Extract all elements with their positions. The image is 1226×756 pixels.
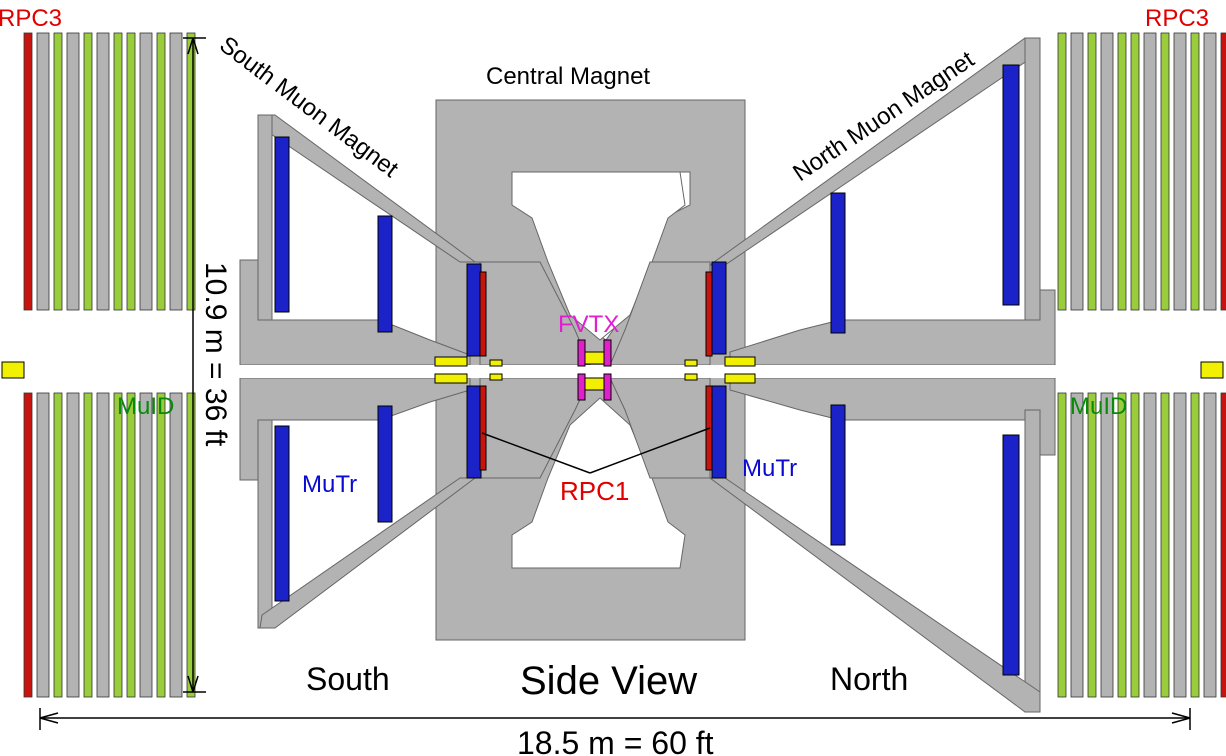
rpc3-plate: [23, 392, 33, 698]
muid-plane: [1190, 392, 1200, 698]
muid-plane: [1087, 32, 1097, 311]
north-muon-magnet: [708, 37, 1056, 713]
muid-plane: [1117, 392, 1127, 698]
muid-plane: [113, 32, 123, 311]
muid-plane: [1057, 32, 1067, 311]
steel-absorber: [139, 392, 153, 698]
rpc3-left-label: RPC3: [0, 5, 62, 32]
mutr-right-label: MuTr: [742, 455, 797, 482]
steel-absorber: [1203, 32, 1217, 311]
height-dimension-label: 10.9 m = 36 ft: [199, 262, 232, 447]
fvtx-label: FVTX: [558, 311, 619, 338]
beam-line-gap: [230, 365, 1065, 378]
muid-plane: [156, 32, 166, 311]
muid-plane: [156, 392, 166, 698]
north-muon-magnet-label: North Muon Magnet: [788, 46, 979, 187]
steel-absorber: [1100, 32, 1114, 311]
muid-plane: [1057, 392, 1067, 698]
muid-plane: [83, 32, 93, 311]
north-label: North: [830, 661, 908, 697]
steel-absorber: [169, 392, 183, 698]
muid-plane: [83, 392, 93, 698]
steel-absorber: [1070, 392, 1084, 698]
rpc1-label: RPC1: [560, 476, 629, 506]
width-dimension-label: 18.5 m = 60 ft: [517, 725, 714, 756]
steel-absorber: [139, 32, 153, 311]
rpc3-plate: [1220, 392, 1226, 698]
muid-plane: [186, 392, 196, 698]
steel-absorber: [1203, 392, 1217, 698]
steel-absorber: [1143, 392, 1157, 698]
muid-plane: [186, 32, 196, 311]
rpc3-plate: [23, 32, 33, 311]
muid-plane: [1160, 32, 1170, 311]
muid-plane: [1160, 392, 1170, 698]
muid-plane: [1190, 32, 1200, 311]
muid-plane: [126, 32, 136, 311]
fvtx-detector: [577, 339, 612, 401]
muid-plane: [1087, 392, 1097, 698]
muid-plane: [53, 32, 63, 311]
steel-absorber: [169, 32, 183, 311]
steel-absorber: [1100, 392, 1114, 698]
steel-absorber: [1173, 392, 1187, 698]
steel-absorber: [66, 32, 80, 311]
steel-absorber: [96, 392, 110, 698]
steel-absorber: [36, 392, 50, 698]
mutr-left-label: MuTr: [302, 471, 357, 498]
rpc3-plate: [1220, 32, 1226, 311]
muid-plane: [1117, 32, 1127, 311]
muid-left-label: MuID: [117, 393, 174, 420]
rpc1-pointer-lines: [481, 427, 711, 474]
muid-rpc3-stacks: [23, 32, 1226, 698]
muid-plane: [126, 392, 136, 698]
central-magnet-cavity: [511, 171, 686, 569]
muid-plane: [1130, 392, 1140, 698]
muid-right-label: MuID: [1070, 393, 1127, 420]
steel-absorber: [1070, 32, 1084, 311]
height-dimension: [183, 37, 206, 693]
muid-plane: [1130, 32, 1140, 311]
steel-absorber: [1143, 32, 1157, 311]
steel-absorber: [36, 32, 50, 311]
steel-absorber: [66, 392, 80, 698]
steel-absorber: [1173, 32, 1187, 311]
south-label: South: [306, 661, 390, 697]
central-magnet-label: Central Magnet: [486, 63, 650, 90]
side-view-label: Side View: [520, 659, 697, 703]
mutr-chambers: [274, 64, 1020, 676]
width-dimension: [39, 708, 1191, 730]
muid-plane: [53, 392, 63, 698]
steel-absorber: [96, 32, 110, 311]
muid-plane: [113, 392, 123, 698]
rpc3-right-label: RPC3: [1145, 5, 1209, 32]
